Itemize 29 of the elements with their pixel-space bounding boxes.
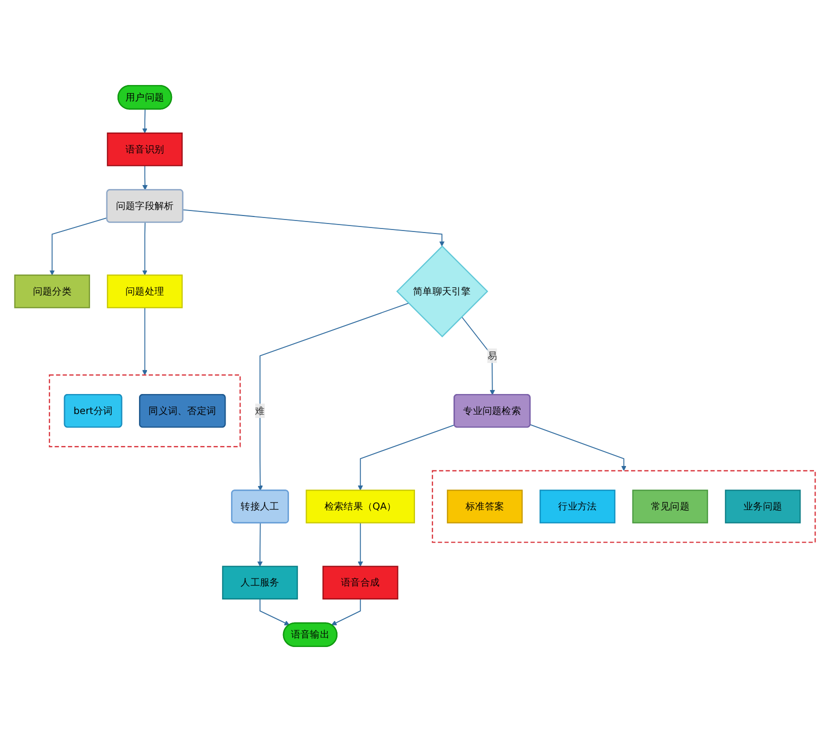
node-box: 业务问题 <box>724 490 801 524</box>
cluster <box>432 470 816 543</box>
arrow <box>142 108 148 134</box>
arrow <box>260 598 290 626</box>
arrow <box>530 424 626 471</box>
node-box: 人工服务 <box>222 566 298 600</box>
arrow <box>258 302 410 491</box>
node-box: 问题处理 <box>106 274 183 308</box>
node-box: 语音合成 <box>322 566 398 600</box>
arrow <box>142 165 148 190</box>
arrow <box>142 307 148 376</box>
arrow <box>142 222 148 276</box>
arrow <box>257 522 263 567</box>
arrow <box>461 316 495 396</box>
edge-label: 难 <box>255 404 265 416</box>
node-box: 行业方法 <box>540 490 616 524</box>
arrow <box>49 217 108 276</box>
node-diamond: 简单聊天引擎 <box>396 245 488 338</box>
arrow <box>358 522 364 567</box>
edge-label: 易 <box>487 350 497 362</box>
arrow <box>182 209 445 246</box>
arrow <box>358 424 455 490</box>
arrow <box>331 598 361 626</box>
node-box: 问题分类 <box>14 274 90 308</box>
node-box: 常见问题 <box>632 490 708 524</box>
node-box: 检索结果（QA） <box>306 490 415 524</box>
node-box: 语音识别 <box>106 132 183 166</box>
node-box: 标准答案 <box>446 490 523 524</box>
cluster <box>48 374 241 448</box>
